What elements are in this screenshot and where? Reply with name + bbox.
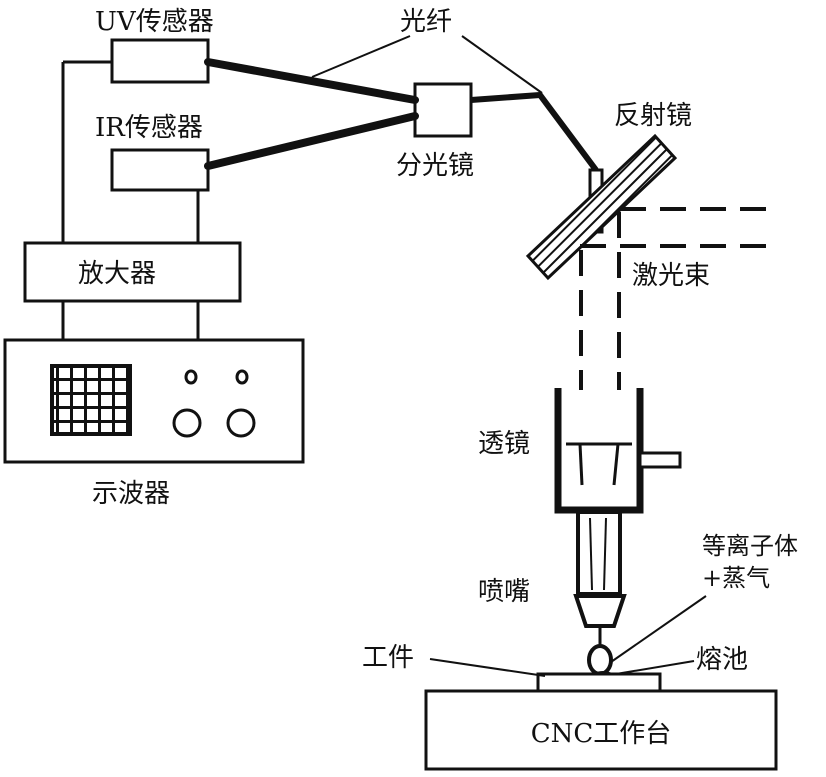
cnc-table-box: [424, 689, 778, 771]
beam-splitter-box: [413, 82, 473, 138]
lens-label: 透镜: [478, 429, 530, 459]
workpiece-leader: [429, 658, 546, 677]
fiber-leader-left: [311, 35, 411, 78]
oscilloscope-screen-icon: [50, 364, 132, 436]
ir-sensor-label: IR传感器: [95, 113, 203, 143]
laser-beam-label: 激光束: [632, 261, 710, 291]
lens-housing: [554, 388, 644, 514]
uv-sensor-label: UV传感器: [95, 7, 214, 37]
lens-cone-left: [578, 443, 584, 486]
melt-pool-leader: [615, 660, 695, 675]
nozzle-beam-line-left: [589, 517, 593, 591]
amplifier-label: 放大器: [78, 259, 156, 289]
melt-pool-label: 熔池: [696, 645, 748, 675]
nozzle-beam-line-right: [603, 517, 607, 591]
lens-cone-right: [612, 443, 620, 486]
workpiece-label: 工件: [362, 643, 414, 673]
plasma-leader: [610, 595, 707, 663]
small-knob-right-icon: [235, 369, 249, 385]
vapor-label: +蒸气: [702, 564, 770, 592]
uv-sensor-box: [110, 38, 210, 84]
nozzle-tube: [576, 510, 622, 596]
mirror-icon: [525, 133, 678, 281]
optical-fiber-label: 光纤: [400, 7, 452, 37]
small-knob-left-icon: [184, 369, 198, 385]
lens-side-port: [638, 451, 682, 469]
ir-sensor-box: [110, 148, 210, 192]
mirror-label: 反射镜: [614, 101, 692, 131]
oscilloscope-label: 示波器: [92, 479, 170, 509]
nozzle-label: 喷嘴: [478, 577, 530, 607]
workpiece-block: [536, 672, 662, 693]
uv-fiber: [204, 58, 419, 104]
ir-fiber: [204, 112, 419, 170]
large-knob-left-icon: [172, 408, 202, 438]
oscilloscope-box: [3, 338, 305, 464]
amplifier-box: [23, 241, 242, 303]
plasma-plume: [587, 644, 613, 676]
mirror-fiber: [470, 91, 599, 172]
plasma-label: 等离子体: [702, 532, 798, 560]
cnc-table-label: CNC工作台: [531, 719, 672, 749]
large-knob-right-icon: [226, 408, 256, 438]
beam-splitter-label: 分光镜: [396, 151, 474, 181]
nozzle-tip: [573, 594, 627, 628]
fiber-leader-right: [461, 35, 543, 94]
